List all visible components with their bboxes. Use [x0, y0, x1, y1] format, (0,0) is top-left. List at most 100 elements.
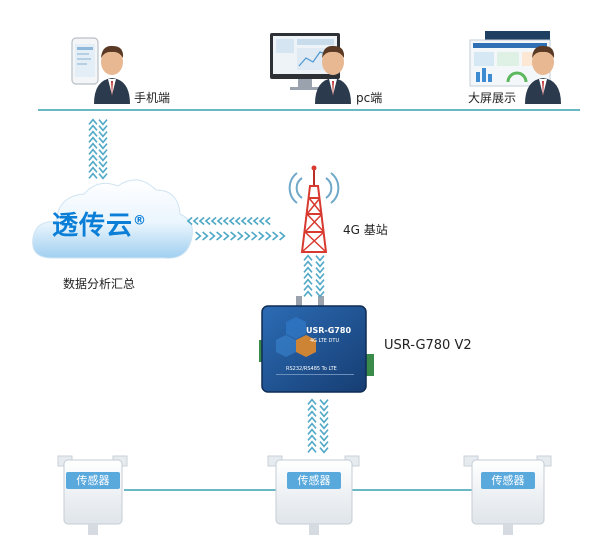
- chevron-up-icon: [303, 290, 313, 297]
- chevron-up-icon: [307, 434, 317, 441]
- chevron-down-icon: [319, 447, 329, 454]
- chevron-up-icon: [307, 416, 317, 423]
- pc-monitor-icon: [270, 33, 340, 90]
- dtu-face-title: USR-G780: [306, 326, 352, 335]
- chevron-down-icon: [98, 155, 108, 162]
- chevron-left-icon: [258, 216, 265, 226]
- chevron-up-icon: [88, 118, 98, 125]
- chevron-right-icon: [216, 231, 223, 241]
- chevron-up-icon: [303, 266, 313, 273]
- chevron-down-icon: [319, 411, 329, 418]
- dtu-face-bottom-text: RS232/RS485 To LTE: [286, 366, 337, 372]
- sensor-box-icon: [463, 455, 552, 535]
- sensor-label: 传感器: [287, 472, 341, 489]
- person-icon: [315, 45, 351, 104]
- chevron-right-icon: [209, 231, 216, 241]
- chevron-up-icon: [307, 446, 317, 453]
- chevron-up-icon: [307, 422, 317, 429]
- chevron-up-icon: [88, 130, 98, 137]
- chevron-down-icon: [315, 255, 325, 262]
- chevron-down-icon: [98, 143, 108, 150]
- chevron-down-icon: [319, 405, 329, 412]
- chevron-right-icon: [244, 231, 251, 241]
- chevron-left-icon: [240, 216, 247, 226]
- chevron-left-icon: [252, 216, 259, 226]
- chevron-down-icon: [319, 423, 329, 430]
- chevron-up-icon: [88, 154, 98, 161]
- chevron-left-icon: [264, 216, 271, 226]
- chevron-down-icon: [98, 173, 108, 180]
- chevron-down-icon: [98, 161, 108, 168]
- chevron-right-icon: [223, 231, 230, 241]
- chevron-down-icon: [98, 149, 108, 156]
- chevron-down-icon: [315, 279, 325, 286]
- dtu-device-icon: [259, 296, 374, 393]
- chevron-down-icon: [98, 131, 108, 138]
- chevron-up-icon: [303, 272, 313, 279]
- chevron-right-icon: [272, 231, 279, 241]
- chevron-right-icon: [237, 231, 244, 241]
- chevron-down-icon: [319, 435, 329, 442]
- chevron-left-icon: [192, 216, 199, 226]
- chevron-down-icon: [315, 267, 325, 274]
- chevron-down-icon: [98, 119, 108, 126]
- bigscreen-client-label: 大屏展示: [468, 91, 517, 105]
- chevron-left-icon: [222, 216, 229, 226]
- base-station-label: 4G 基站: [343, 223, 388, 237]
- chevron-down-icon: [319, 441, 329, 448]
- chevron-down-icon: [315, 261, 325, 268]
- person-icon: [525, 45, 561, 104]
- mobile-client-label: 手机端: [134, 91, 171, 105]
- chevron-left-icon: [234, 216, 241, 226]
- chevron-right-icon: [279, 231, 286, 241]
- chevron-right-icon: [202, 231, 209, 241]
- sensor-box-icon: [57, 455, 128, 535]
- chevron-right-icon: [251, 231, 258, 241]
- registered-mark: ®: [133, 213, 148, 229]
- chevron-down-icon: [315, 291, 325, 298]
- chevron-down-icon: [315, 285, 325, 292]
- chevron-left-icon: [246, 216, 253, 226]
- chevron-up-icon: [303, 254, 313, 261]
- chevron-up-icon: [303, 278, 313, 285]
- chevron-up-icon: [307, 404, 317, 411]
- cell-tower-icon: [288, 165, 340, 253]
- pc-client-label: pc端: [356, 91, 383, 105]
- chevron-right-icon: [230, 231, 237, 241]
- chevron-down-icon: [98, 137, 108, 144]
- chevron-left-icon: [210, 216, 217, 226]
- chevron-left-icon: [204, 216, 211, 226]
- chevron-up-icon: [88, 160, 98, 167]
- sensor-label: 传感器: [66, 472, 120, 489]
- chevron-up-icon: [303, 284, 313, 291]
- chevron-down-icon: [319, 417, 329, 424]
- chevron-down-icon: [98, 125, 108, 132]
- chevron-up-icon: [307, 398, 317, 405]
- chevron-left-icon: [228, 216, 235, 226]
- data-flow-arrows: [88, 118, 329, 454]
- cloud-title: 透传云®: [52, 205, 147, 242]
- chevron-down-icon: [98, 167, 108, 174]
- mobile-client-icon: [71, 37, 99, 85]
- chevron-left-icon: [186, 216, 193, 226]
- chevron-up-icon: [88, 136, 98, 143]
- chevron-left-icon: [198, 216, 205, 226]
- chevron-right-icon: [258, 231, 265, 241]
- person-icon: [94, 45, 130, 104]
- sensor-box-icon: [267, 455, 360, 535]
- chevron-right-icon: [195, 231, 202, 241]
- cloud-caption: 数据分析汇总: [63, 277, 136, 291]
- chevron-down-icon: [315, 273, 325, 280]
- chevron-down-icon: [319, 429, 329, 436]
- chevron-right-icon: [265, 231, 272, 241]
- chevron-up-icon: [88, 124, 98, 131]
- chevron-up-icon: [88, 166, 98, 173]
- chevron-up-icon: [307, 440, 317, 447]
- chevron-up-icon: [88, 172, 98, 179]
- chevron-up-icon: [307, 428, 317, 435]
- sensor-label: 传感器: [481, 472, 535, 489]
- chevron-left-icon: [216, 216, 223, 226]
- cloud-title-text: 透传云: [52, 211, 134, 241]
